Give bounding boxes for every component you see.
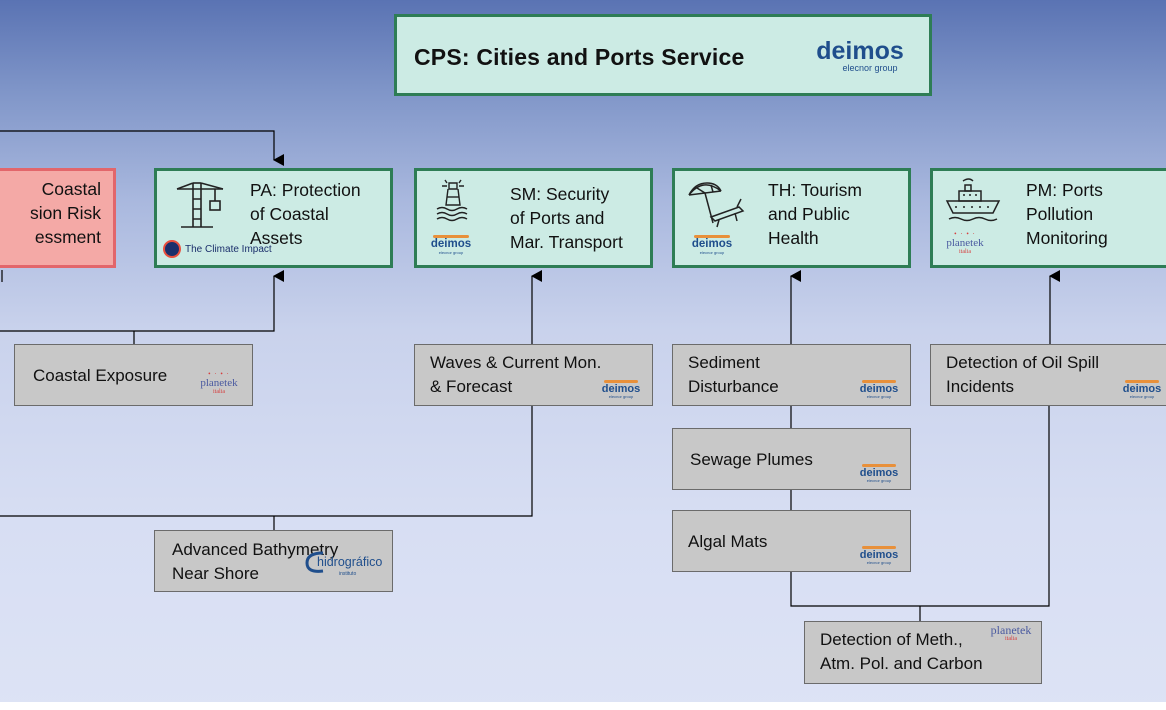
- deimos-logo-swoosh: [862, 380, 896, 383]
- planetek-logo-dots: • · • ·: [208, 370, 230, 378]
- planetek-logo-dots: • · • ·: [954, 230, 976, 238]
- edge-coastal-exposure-to-pa: [0, 270, 284, 332]
- planetek-logo: • · • · planetek italia: [197, 370, 241, 396]
- service-pm: PM: Ports Pollution Monitoring • · • · p…: [930, 168, 1166, 268]
- deimos-logo-sub: elecnor group: [842, 63, 898, 73]
- service-sm: SM: Security of Ports and Mar. Transport…: [414, 168, 653, 268]
- product-label: Algal Mats: [688, 532, 768, 551]
- deimos-logo-main: deimos: [859, 467, 899, 479]
- deimos-logo-main: deimos: [859, 549, 899, 561]
- planetek-logo-main: planetek: [946, 237, 984, 249]
- product-label: Coastal Exposure: [33, 366, 168, 385]
- climate-impact-mark: [163, 240, 181, 258]
- crane-icon: [176, 182, 224, 228]
- lighthouse-icon: [436, 179, 468, 222]
- planetek-logo-sub: italia: [1005, 636, 1017, 642]
- product-label: Advanced Bathymetry Near Shore: [172, 540, 339, 583]
- service-label: PM: Ports Pollution Monitoring: [1026, 180, 1108, 248]
- deimos-logo: deimos elecnor group: [810, 39, 910, 73]
- service-coastal-erosion-risk: Coastal sion Risk essment: [0, 168, 116, 268]
- deimos-logo-sub: elecnor group: [866, 478, 892, 483]
- product-oil-spill: Detection of Oil Spill Incidents deimos …: [930, 344, 1166, 406]
- planetek-logo: planetek italia: [985, 624, 1037, 642]
- deimos-logo-main: deimos: [691, 238, 733, 250]
- diagram-title: CPS: Cities and Ports Service: [414, 44, 745, 70]
- deimos-logo-swoosh: [1125, 380, 1159, 383]
- deimos-logo-swoosh: [604, 380, 638, 383]
- service-label: SM: Security of Ports and Mar. Transport: [510, 184, 623, 252]
- deimos-logo-sub: elecnor group: [866, 394, 892, 399]
- title-box: CPS: Cities and Ports Service deimos ele…: [394, 14, 932, 96]
- deimos-logo: deimos elecnor group: [1119, 380, 1165, 399]
- product-sewage-plumes: Sewage Plumes deimos elecnor group: [672, 428, 911, 490]
- product-sediment-disturbance: Sediment Disturbance deimos elecnor grou…: [672, 344, 911, 406]
- deimos-logo: deimos elecnor group: [427, 235, 475, 255]
- deimos-logo-main: deimos: [816, 37, 904, 65]
- product-advanced-bathymetry: Advanced Bathymetry Near Shore hidrográf…: [154, 530, 393, 592]
- hidrografico-logo: hidrográfico instituto: [305, 551, 383, 577]
- deimos-logo-sub: elecnor group: [438, 249, 464, 255]
- deimos-logo-main: deimos: [1122, 383, 1162, 395]
- product-waves-current: Waves & Current Mon. & Forecast deimos e…: [414, 344, 653, 406]
- deimos-logo: deimos elecnor group: [856, 380, 902, 399]
- product-coastal-exposure: Coastal Exposure • · • · planetek italia: [14, 344, 253, 406]
- deimos-logo: deimos elecnor group: [856, 546, 902, 565]
- product-label: Detection of Oil Spill Incidents: [946, 353, 1100, 396]
- product-label: Sewage Plumes: [690, 450, 813, 469]
- planetek-logo-sub: italia: [959, 249, 971, 255]
- product-label: Sediment Disturbance: [688, 353, 779, 396]
- deimos-logo-sub: elecnor group: [699, 249, 725, 255]
- deimos-logo-main: deimos: [430, 238, 472, 250]
- climate-impact-logo: The Climate Impact: [163, 240, 272, 258]
- deimos-logo-swoosh: [433, 235, 469, 238]
- planetek-logo: • · • · planetek italia: [943, 230, 987, 256]
- deimos-logo-sub: elecnor group: [866, 560, 892, 565]
- deimos-logo-main: deimos: [601, 383, 641, 395]
- service-pa: PA: Protection of Coastal Assets The Cli…: [154, 168, 393, 268]
- edge-left-to-pa: [0, 130, 284, 166]
- deimos-logo: deimos elecnor group: [856, 464, 902, 483]
- deimos-logo-swoosh: [862, 546, 896, 549]
- deimos-logo-sub: elecnor group: [608, 394, 634, 399]
- bottom-band: [0, 702, 1166, 710]
- planetek-logo-main: planetek: [990, 623, 1032, 637]
- deimos-logo-main: deimos: [859, 383, 899, 395]
- product-methane-detection: Detection of Meth., Atm. Pol. and Carbon…: [804, 621, 1042, 684]
- service-label: PA: Protection of Coastal Assets: [250, 180, 361, 248]
- edge-bathymetry-link: [0, 406, 533, 517]
- deimos-logo-swoosh: [862, 464, 896, 467]
- product-algal-mats: Algal Mats deimos elecnor group: [672, 510, 911, 572]
- product-label: Detection of Meth., Atm. Pol. and Carbon: [820, 630, 983, 673]
- planetek-logo-main: planetek: [200, 377, 238, 389]
- hidrografico-logo-sub: instituto: [339, 571, 357, 577]
- service-label: TH: Tourism and Public Health: [768, 180, 862, 248]
- deimos-logo-sub: elecnor group: [1129, 394, 1155, 399]
- product-label: Waves & Current Mon. & Forecast: [430, 353, 602, 396]
- beach-umbrella-icon: [688, 182, 745, 228]
- climate-impact-text: The Climate Impact: [185, 243, 272, 255]
- service-th: TH: Tourism and Public Health deimos ele…: [672, 168, 911, 268]
- ship-icon: [945, 178, 1001, 222]
- service-label: Coastal sion Risk essment: [30, 179, 101, 247]
- deimos-logo-swoosh: [694, 235, 730, 238]
- planetek-logo-sub: italia: [213, 389, 225, 395]
- hidrografico-logo-main: hidrográfico: [317, 555, 383, 569]
- deimos-logo: deimos elecnor group: [598, 380, 644, 399]
- hidrografico-logo-swirl: [305, 551, 324, 573]
- deimos-logo: deimos elecnor group: [688, 235, 736, 255]
